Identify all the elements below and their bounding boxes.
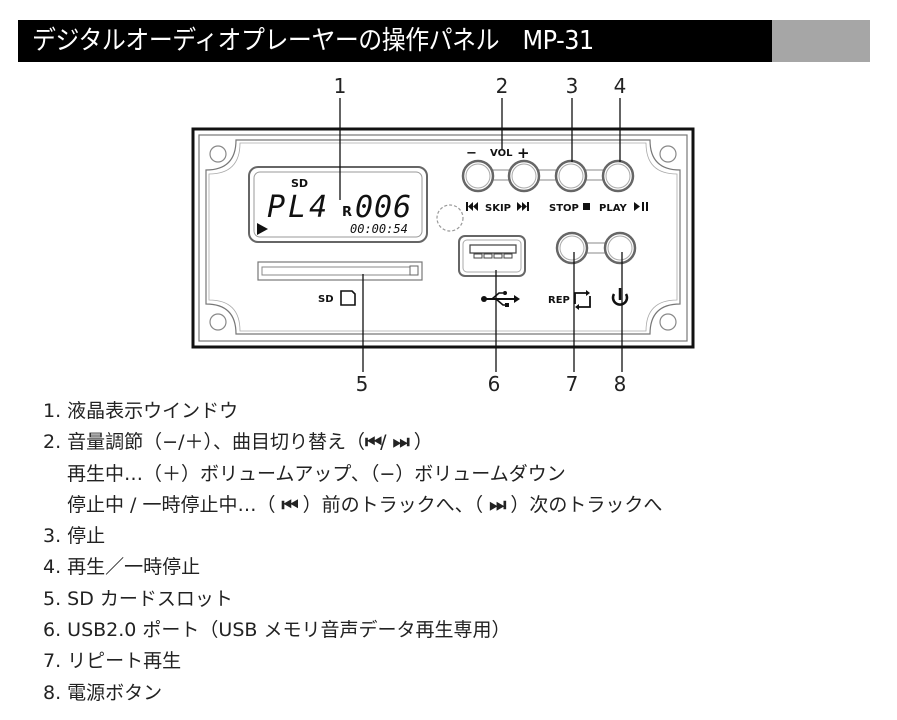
- stop-label: STOP: [549, 203, 579, 214]
- play-label: PLAY: [599, 203, 627, 214]
- legend-item-4: 4. 再生／一時停止: [43, 556, 201, 579]
- legend-item-2-stopped-text-c: ）次のトラックへ: [504, 493, 663, 516]
- skip-label: SKIP: [485, 203, 511, 214]
- legend-item-2-text: 2. 音量調節（−/＋）、曲目切り替え（: [43, 431, 365, 454]
- screw-hole-top-left: [209, 145, 227, 163]
- control-panel-diagram: SD PL4 R 006 00:00:54 − VOL + SKIP STOP …: [191, 98, 695, 372]
- sd-card-icon: [340, 290, 356, 306]
- legend-item-8: 8. 電源ボタン: [43, 681, 163, 704]
- skip-forward-icon: ⏭: [489, 493, 506, 516]
- vol-minus-label: −: [466, 146, 477, 161]
- screw-hole-top-right: [659, 145, 677, 163]
- play-pause-button[interactable]: [601, 159, 635, 193]
- lcd-display: [248, 166, 428, 243]
- legend-item-6: 6. USB2.0 ポート（USB メモリ音声データ再生専用）: [43, 619, 511, 642]
- legend-item-2: 2. 音量調節（−/＋）、曲目切り替え（⏮/ ⏭ ）: [43, 427, 662, 458]
- legend-item-2-stopped-text-b: ）前のトラックへ、（: [296, 493, 490, 516]
- callout-leader-lines: [339, 98, 623, 372]
- sd-card-slot[interactable]: [257, 261, 423, 281]
- play-icon: [257, 223, 268, 235]
- panel-body-outline-inner: [208, 142, 678, 332]
- power-button[interactable]: [603, 231, 637, 265]
- skip-back-icon: ⏮: [281, 493, 299, 516]
- power-icon: [611, 288, 629, 306]
- legend-item-3: 3. 停止: [43, 525, 106, 548]
- legend-item-7: 7. リピート再生: [43, 650, 182, 673]
- callout-7: 7: [565, 372, 579, 396]
- legend-item-2-close: ）: [407, 431, 433, 454]
- sd-label: SD: [318, 294, 334, 305]
- repeat-button[interactable]: [555, 231, 589, 265]
- panel-body-outline: [205, 139, 681, 335]
- screw-hole-bottom-left: [209, 313, 227, 331]
- title-bar: デジタルオーディオプレーヤーの操作パネル MP-31: [18, 20, 870, 62]
- screw-hole-bottom-right: [659, 313, 677, 331]
- function-legend: 1. 液晶表示ウインドウ 2. 音量調節（−/＋）、曲目切り替え（⏮/ ⏭ ） …: [43, 396, 662, 709]
- legend-item-5: 5. SD カードスロット: [43, 587, 233, 610]
- rep-label: REP: [548, 295, 570, 306]
- legend-item-2-sep: /: [380, 431, 393, 454]
- lcd-source: SD: [291, 177, 308, 190]
- lcd-mode: PL4: [267, 190, 330, 225]
- legend-item-2-stopped: 停止中 / 一時停止中…（ ⏮ ）前のトラックへ、（ ⏭ ）次のトラックへ: [43, 490, 662, 521]
- legend-item-2-playing: 再生中…（＋）ボリュームアップ、（−）ボリュームダウン: [67, 462, 566, 485]
- vol-label: VOL: [490, 148, 513, 159]
- page-title: デジタルオーディオプレーヤーの操作パネル MP-31: [32, 26, 594, 56]
- lcd-time: 00:00:54: [350, 222, 408, 236]
- legend-item-1: 1. 液晶表示ウインドウ: [43, 400, 239, 422]
- button-row-connector: [477, 169, 619, 181]
- skip-back-icon: ⏮: [365, 431, 382, 454]
- callout-1: 1: [333, 74, 347, 98]
- ir-sensor: [436, 204, 464, 232]
- stop-icon: [583, 203, 590, 210]
- vol-plus-label: +: [517, 144, 530, 162]
- vol-minus-button[interactable]: [461, 159, 495, 193]
- callout-3: 3: [565, 74, 579, 98]
- title-bar-accent: [772, 20, 870, 62]
- callout-2: 2: [495, 74, 509, 98]
- vol-plus-button[interactable]: [507, 159, 541, 193]
- callout-5: 5: [355, 372, 369, 396]
- callout-8: 8: [613, 372, 627, 396]
- stop-button[interactable]: [554, 159, 588, 193]
- panel-inner-frame: [198, 134, 688, 342]
- usb-icon: [481, 291, 520, 307]
- play-pause-icon: [634, 202, 648, 211]
- lcd-repeat-flag: R: [342, 205, 352, 220]
- repeat-icon: [574, 290, 591, 310]
- callout-4: 4: [613, 74, 627, 98]
- skip-forward-icon: ⏭: [392, 431, 410, 454]
- skip-forward-icon: [517, 202, 529, 211]
- lcd-track: 006: [355, 190, 412, 225]
- skip-back-icon: [466, 202, 478, 211]
- callout-6: 6: [487, 372, 501, 396]
- usb-port[interactable]: [458, 235, 526, 277]
- legend-item-2-stopped-text-a: 停止中 / 一時停止中…（: [67, 493, 282, 516]
